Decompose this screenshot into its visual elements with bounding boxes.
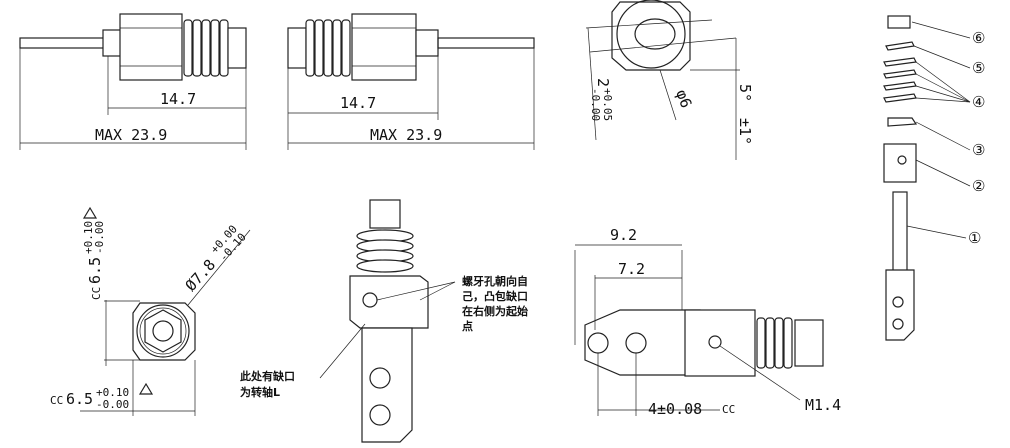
angle-label: 5°: [736, 84, 754, 102]
notch-note-line: 此处有缺口: [240, 369, 295, 383]
part-1: [885, 191, 915, 341]
max-length-label: MAX 23.9: [370, 126, 442, 144]
inner-dim-label: 7.2: [618, 260, 645, 278]
triangle-marker: [138, 382, 154, 395]
spring-coils: [356, 229, 414, 273]
thread-note-line: 点: [462, 319, 473, 333]
thread-label: M1.4: [805, 396, 841, 414]
slot-width-label: 2: [594, 78, 612, 87]
part-6: [887, 15, 911, 29]
thread-note-line: 在右侧为起始: [462, 304, 528, 318]
slot-tol-upper: +0.05: [601, 88, 614, 121]
length-label: 14.7: [340, 94, 376, 112]
side-view-right: 14.7 MAX 23.9: [287, 13, 535, 150]
width-marker: CC: [50, 394, 63, 407]
length-label: 14.7: [160, 90, 196, 108]
part-3: [887, 117, 918, 127]
isometric-view: 螺牙孔朝向自 己，凸包缺口 在右侧为起始 点 此处有缺口 为转轴L: [240, 199, 528, 443]
width-label: 6.5: [66, 390, 93, 408]
height-marker: CC: [90, 287, 103, 300]
hole-dim-marker: CC: [722, 403, 735, 416]
slot-tol-lower: -0.00: [589, 88, 602, 121]
diameter-label: Ø7.8: [182, 256, 220, 295]
height-tol-upper: +0.10: [82, 221, 95, 254]
diameter-label: φ6: [672, 87, 695, 110]
width-tol-lower: -0.00: [96, 398, 129, 411]
bottom-view: 9.2 7.2 4±0.08 CC M1.4: [574, 226, 841, 418]
part-label-2: ②: [972, 177, 985, 195]
width-tol-upper: +0.10: [96, 386, 129, 399]
max-length-label: MAX 23.9: [95, 126, 167, 144]
part-4: [883, 57, 917, 103]
part-label-5: ⑤: [972, 59, 985, 77]
exploded-view: ⑥ ⑤ ④ ③ ② ①: [883, 15, 985, 341]
height-tol-lower: -0.00: [93, 221, 106, 254]
thread-note-line: 螺牙孔朝向自: [462, 274, 528, 288]
side-view-left: 14.7 MAX 23.9: [19, 13, 247, 150]
part-label-6: ⑥: [972, 29, 985, 47]
spring-coils: [756, 317, 793, 369]
overall-dim-label: 9.2: [610, 226, 637, 244]
top-view: 2 +0.05 -0.00 φ6 5° ±1°: [585, 0, 754, 160]
part-label-3: ③: [972, 141, 985, 159]
thread-note-line: 己，凸包缺口: [462, 289, 528, 303]
hole-dim-label: 4±0.08: [648, 400, 702, 418]
spring-coils: [305, 19, 351, 77]
front-view: CC 6.5 +0.10 -0.00 CC 6.5 +0.10 -0.00 Ø7…: [50, 206, 251, 416]
angle-tol-label: ±1°: [736, 118, 754, 145]
notch-note-line: 为转轴L: [240, 385, 280, 399]
height-label: 6.5: [86, 257, 104, 284]
part-label-1: ①: [968, 229, 981, 247]
spring-coils: [183, 19, 229, 77]
part-label-4: ④: [972, 93, 985, 111]
triangle-marker: [82, 206, 98, 219]
part-5: [885, 41, 915, 51]
